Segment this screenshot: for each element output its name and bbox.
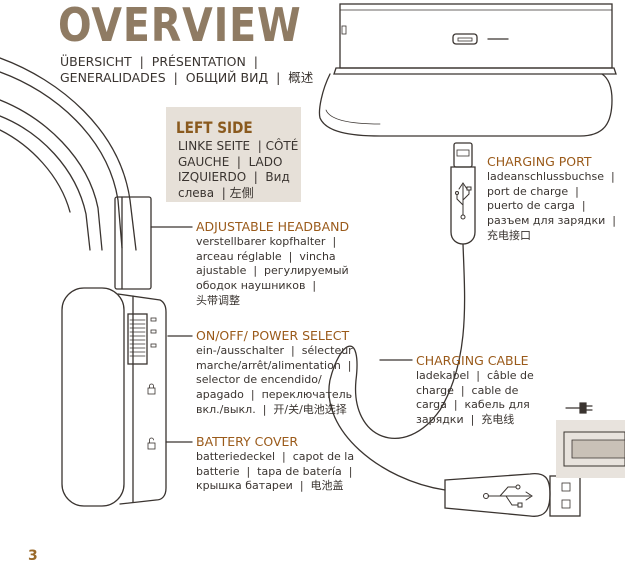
- headband-slider: [114, 196, 152, 290]
- usb-icon: [455, 182, 472, 220]
- power-text: ein-/ausschalter | sélecteur marche/arrê…: [196, 344, 353, 416]
- battery-cover-lock: [147, 387, 156, 395]
- cable-heading: CHARGING CABLE: [416, 353, 529, 368]
- left-side-box: [166, 107, 301, 202]
- usb-a-icon: [483, 484, 533, 508]
- battery-text: batteriedeckel | capot de la batterie | …: [196, 450, 355, 493]
- page-title: OVERVIEW: [58, 0, 302, 52]
- port-text: ladeanschlussbuchse | port de charge | p…: [487, 170, 616, 242]
- headband-arc: [0, 57, 137, 251]
- plug-icon: [565, 402, 593, 414]
- charging-cable: [328, 243, 466, 491]
- headband-text: verstellbarer kopfhalter | arceau réglab…: [196, 235, 349, 307]
- headband-heading: ADJUSTABLE HEADBAND: [196, 219, 350, 234]
- left-side-title: LEFT SIDE: [176, 118, 253, 137]
- page-subtitle: ÜBERSICHT | PRÉSENTATION | GENERALIDADES…: [60, 54, 314, 85]
- page-number: 3: [28, 548, 38, 564]
- ear-cup: [61, 287, 125, 507]
- port-heading: CHARGING PORT: [487, 154, 592, 169]
- usb-port-socket: [452, 33, 478, 45]
- battery-heading: BATTERY COVER: [196, 434, 299, 449]
- left-side-text: LINKE SEITE | CÔTÉ GAUCHE | LADO IZQUIER…: [178, 139, 299, 200]
- power-heading: ON/OFF/ POWER SELECT: [196, 328, 350, 343]
- usb-socket-device: [556, 420, 625, 478]
- power-switch: [127, 313, 148, 365]
- cable-text: ladekabel | câble de charge | cable de c…: [416, 369, 534, 427]
